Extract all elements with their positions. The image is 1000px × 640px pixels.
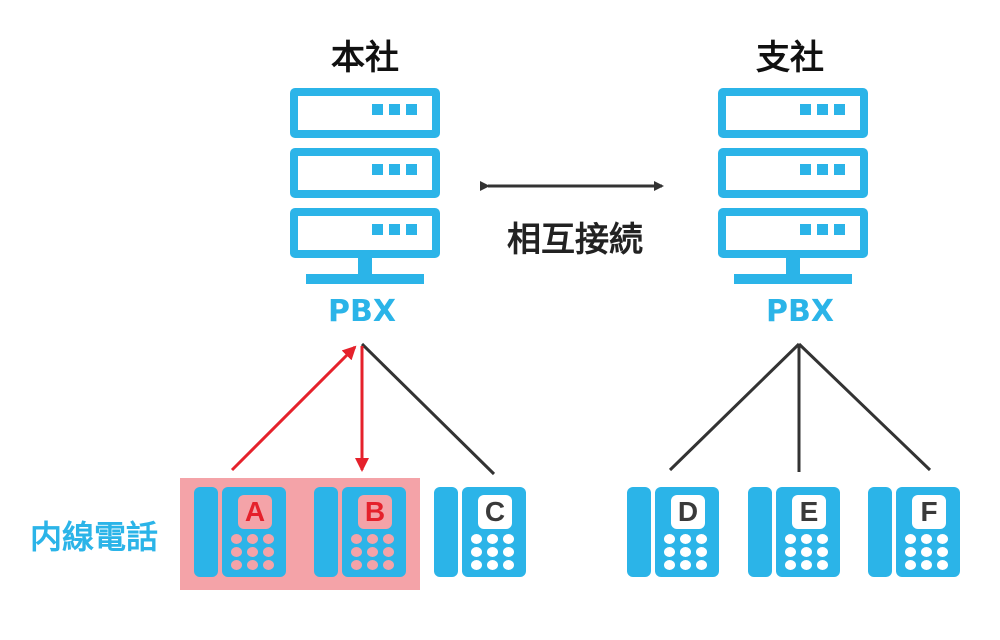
hq-server-icon <box>290 88 440 284</box>
branch-line-to-f <box>797 342 932 472</box>
branch-title: 支社 <box>756 38 824 78</box>
keypad-icon <box>905 534 953 572</box>
phone-key-label: A <box>238 495 272 529</box>
phone-key-label: F <box>912 495 946 529</box>
branch-line-to-d <box>668 342 801 472</box>
extension-phone-label: 内線電話 <box>30 518 159 556</box>
branch-pbx-label: PBX <box>766 294 834 329</box>
phone-c[interactable]: C <box>434 487 526 577</box>
phone-body: B <box>342 487 406 577</box>
phone-body: D <box>655 487 719 577</box>
phone-body: C <box>462 487 526 577</box>
hq-pbx-label: PBX <box>328 294 396 329</box>
phone-f[interactable]: F <box>868 487 960 577</box>
phone-d[interactable]: D <box>627 487 719 577</box>
handset-icon <box>434 487 458 577</box>
handset-icon <box>314 487 338 577</box>
branch-server-icon <box>718 88 868 284</box>
call-arrow-a-to-pbx <box>230 345 357 472</box>
interconnect-label: 相互接続 <box>507 220 643 260</box>
keypad-icon <box>785 534 833 572</box>
handset-icon <box>748 487 772 577</box>
hq-title: 本社 <box>331 38 399 78</box>
phone-b[interactable]: B <box>314 487 406 577</box>
handset-icon <box>627 487 651 577</box>
keypad-icon <box>231 534 279 572</box>
keypad-icon <box>664 534 712 572</box>
keypad-icon <box>471 534 519 572</box>
phone-e[interactable]: E <box>748 487 840 577</box>
phone-a[interactable]: A <box>194 487 286 577</box>
phone-body: F <box>896 487 960 577</box>
phone-key-label: C <box>478 495 512 529</box>
phone-key-label: E <box>792 495 826 529</box>
phone-body: E <box>776 487 840 577</box>
phone-key-label: B <box>358 495 392 529</box>
hq-line-to-c <box>360 342 496 476</box>
phone-body: A <box>222 487 286 577</box>
keypad-icon <box>351 534 399 572</box>
handset-icon <box>194 487 218 577</box>
phone-key-label: D <box>671 495 705 529</box>
handset-icon <box>868 487 892 577</box>
